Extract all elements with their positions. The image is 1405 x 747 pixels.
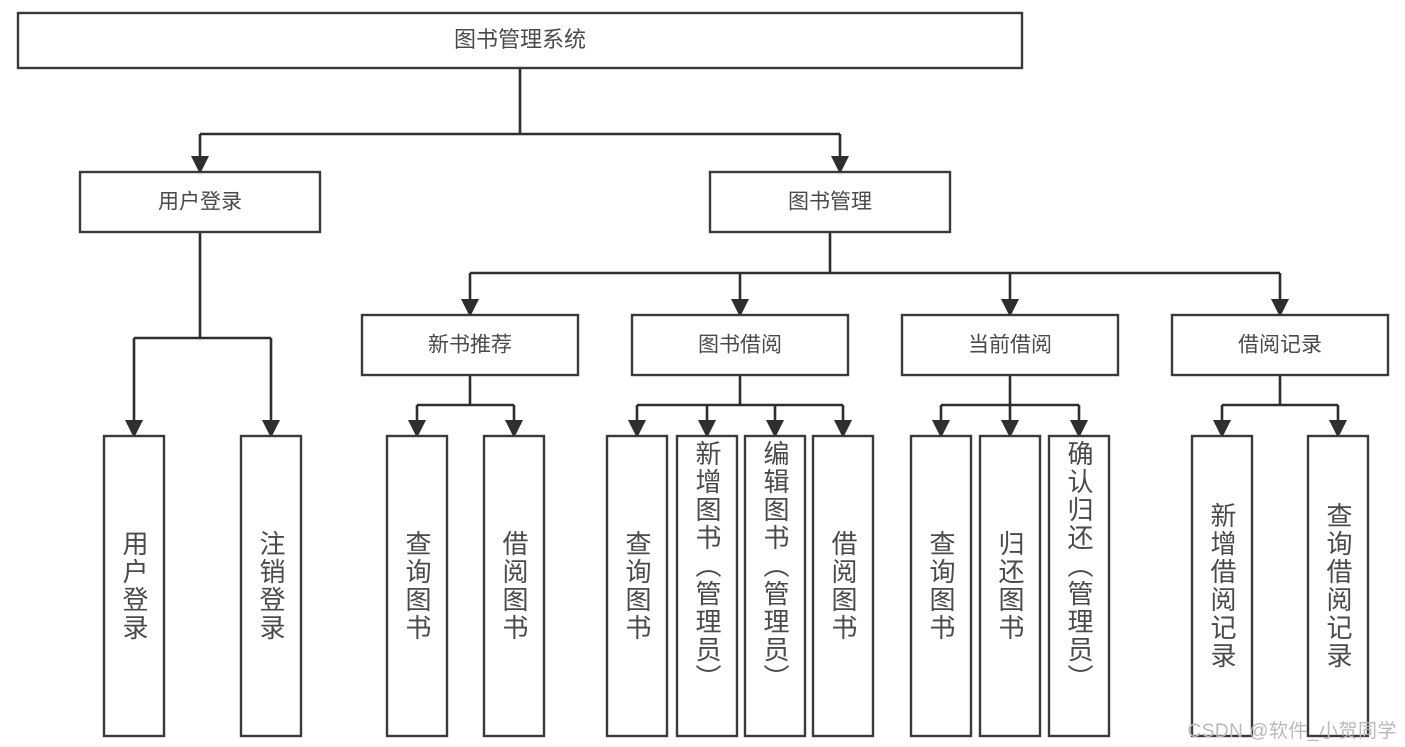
node-leaf-query-book-2-box[interactable] [605, 434, 669, 738]
edge-book-borrow-to-leaves [628, 375, 852, 438]
edge-root-to-level2 [191, 68, 849, 174]
node-leaf-add-book-box[interactable] [675, 434, 739, 738]
node-leaf-confirm-return-box[interactable] [1047, 434, 1111, 738]
edge-new-book-rec-to-leaves [408, 375, 523, 438]
node-book-borrow[interactable]: 图书借阅 [630, 313, 850, 377]
node-new-book-rec-box[interactable] [360, 313, 580, 377]
node-book-borrow-label: 图书借阅 [698, 334, 782, 357]
node-new-book-rec[interactable]: 新书推荐 [360, 313, 580, 377]
node-user-login-box[interactable] [78, 170, 322, 234]
node-borrow-record-box[interactable] [1170, 313, 1390, 377]
node-leaf-return-book-box[interactable] [978, 434, 1042, 738]
node-leaf-query-book-1-box[interactable] [385, 434, 449, 738]
csdn-watermark: CSDN @软件_小贺同学 [1187, 721, 1397, 742]
node-leaf-query-record-box[interactable] [1306, 434, 1370, 738]
edge-current-borrow-to-leaves [932, 375, 1088, 438]
node-current-borrow-box[interactable] [900, 313, 1120, 377]
node-leaf-borrow-book-1-box[interactable] [482, 434, 546, 738]
edge-user-login-to-leaves [125, 232, 280, 438]
node-leaf-borrow-book-2-box[interactable] [811, 434, 875, 738]
node-leaf-logout-box[interactable] [239, 434, 303, 738]
node-new-book-rec-label: 新书推荐 [428, 334, 512, 357]
node-current-borrow[interactable]: 当前借阅 [900, 313, 1120, 377]
node-book-borrow-box[interactable] [630, 313, 850, 377]
node-book-manage[interactable]: 图书管理 [708, 170, 952, 234]
node-leaf-query-book-3-box[interactable] [909, 434, 973, 738]
node-current-borrow-label: 当前借阅 [968, 334, 1052, 357]
node-borrow-record[interactable]: 借阅记录 [1170, 313, 1390, 377]
node-book-manage-label: 图书管理 [788, 191, 872, 214]
edge-book-manage-to-level3 [461, 232, 1289, 317]
node-root-label: 图书管理系统 [454, 27, 586, 52]
node-borrow-record-label: 借阅记录 [1238, 334, 1322, 357]
node-root[interactable]: 图书管理系统 [16, 11, 1024, 70]
node-leaf-add-record-box[interactable] [1190, 434, 1254, 738]
node-root-box[interactable] [16, 11, 1024, 70]
node-book-manage-box[interactable] [708, 170, 952, 234]
edge-borrow-record-to-leaves [1213, 375, 1347, 438]
node-leaf-user-login-box[interactable] [102, 434, 166, 738]
node-leaf-edit-book-box[interactable] [743, 434, 807, 738]
node-user-login[interactable]: 用户登录 [78, 170, 322, 234]
leaf-boxes [102, 434, 1370, 738]
node-user-login-label: 用户登录 [158, 191, 242, 214]
